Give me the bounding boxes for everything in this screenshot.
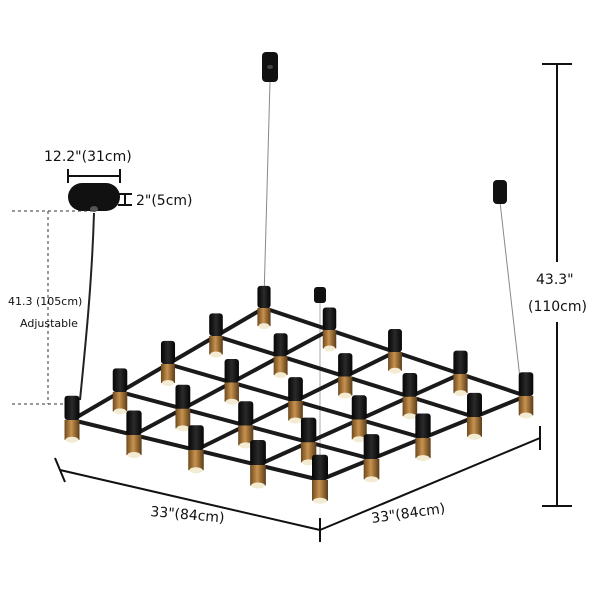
- light-cylinder: [322, 307, 337, 352]
- light-cylinder: [209, 313, 223, 358]
- suspension-caps: [262, 52, 507, 303]
- light-cylinder: [175, 384, 191, 432]
- canopy-diameter-label: 12.2"(31cm): [44, 149, 132, 165]
- light-cylinder: [467, 392, 482, 440]
- cord-length-label: 41.3 (105cm): [8, 295, 82, 308]
- canopy: [68, 183, 120, 212]
- light-cylinder: [188, 425, 204, 474]
- light-cylinder: [238, 401, 254, 449]
- total-height-inch-label: 43.3": [536, 272, 574, 288]
- light-cylinder: [338, 353, 353, 399]
- light-cylinder: [402, 372, 418, 420]
- light-cylinder: [518, 372, 534, 419]
- light-cylinder: [160, 340, 176, 386]
- light-cylinder: [250, 439, 266, 489]
- canopy-height-label: 2"(5cm): [136, 193, 193, 209]
- light-cylinder: [351, 395, 367, 443]
- canopy-height-dimension: [118, 193, 132, 206]
- light-cylinders: [64, 285, 534, 504]
- total-height-cm-label: (110cm): [528, 299, 587, 315]
- light-cylinder: [273, 333, 288, 379]
- light-cylinder: [363, 434, 380, 483]
- light-cylinder: [224, 358, 239, 405]
- light-cylinder: [257, 285, 271, 330]
- width-front-label: 33"(84cm): [150, 504, 225, 526]
- light-cylinder: [126, 410, 142, 459]
- light-cylinder: [415, 413, 431, 462]
- light-cylinder: [288, 377, 303, 424]
- light-cylinder: [453, 350, 468, 397]
- light-cylinder: [112, 368, 128, 415]
- canopy-diameter-dimension: [67, 169, 121, 183]
- cord-adjustable-label: Adjustable: [20, 317, 78, 330]
- light-cylinder: [312, 454, 328, 504]
- light-cylinder: [388, 329, 402, 374]
- suspension-cables: [79, 81, 523, 478]
- light-cylinder: [64, 395, 80, 443]
- width-dimension-lines: [54, 426, 541, 542]
